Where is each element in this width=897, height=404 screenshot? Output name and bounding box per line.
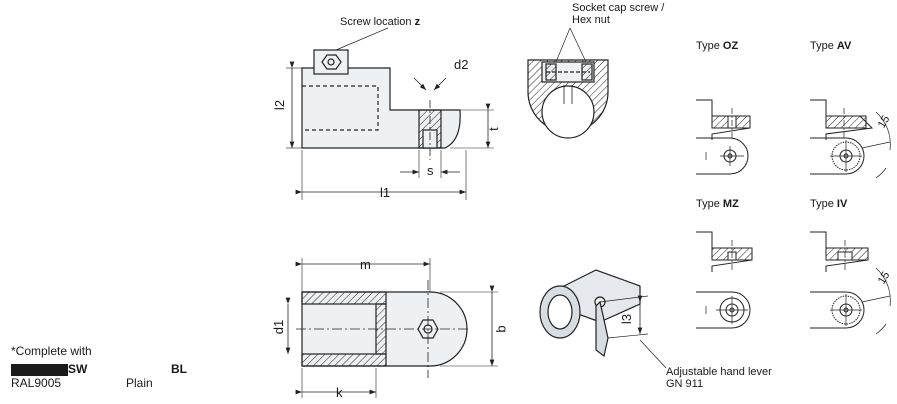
front-view [527,27,609,139]
screw-location-text: Screw location [340,16,412,28]
legend-codes: SW BL [11,362,187,376]
hand-lever-label-2: GN 911 [666,378,704,390]
dim-l3: l3 [619,313,635,325]
dim-s: s [427,163,434,178]
dim-l1: l1 [380,185,391,200]
dim-k: k [336,385,343,400]
finish-name-plain: Plain [126,376,153,390]
type-oz-drawing [696,99,751,175]
type-oz-label: Type OZ [696,40,739,52]
type-iv-label: Type IV [810,198,848,210]
iso-view [539,269,667,369]
plan-view [285,258,498,398]
socket-screw-label-1: Socket cap screw / [572,2,665,14]
type-av-drawing [810,99,891,179]
dim-l2: l2 [272,99,288,111]
dim-d1: d1 [271,319,287,335]
finish-name-ral: RAL9005 [11,376,62,390]
finish-legend: *Complete with SW BL RAL9005 Plain [11,344,187,390]
legend-title: *Complete with [11,344,92,358]
type-mz-label: Type MZ [696,198,739,210]
screw-location-label: Screw location z [340,16,420,28]
black-swatch [11,363,68,376]
finish-code-bl: BL [171,362,187,376]
side-view [286,27,494,200]
socket-screw-label-2: Hex nut [572,14,610,26]
dim-b: b [493,325,509,333]
dim-t: t [485,127,501,131]
type-iv-drawing [810,231,891,335]
dim-m: m [360,257,371,272]
dim-d2: d2 [454,57,469,72]
finish-code-sw: SW [68,362,88,376]
screw-location-var: z [414,16,421,28]
hand-lever-label-1: Adjustable hand lever [666,366,772,378]
type-mz-drawing [696,231,753,329]
type-av-label: Type AV [810,40,852,52]
legend-names: RAL9005 Plain [11,376,153,390]
